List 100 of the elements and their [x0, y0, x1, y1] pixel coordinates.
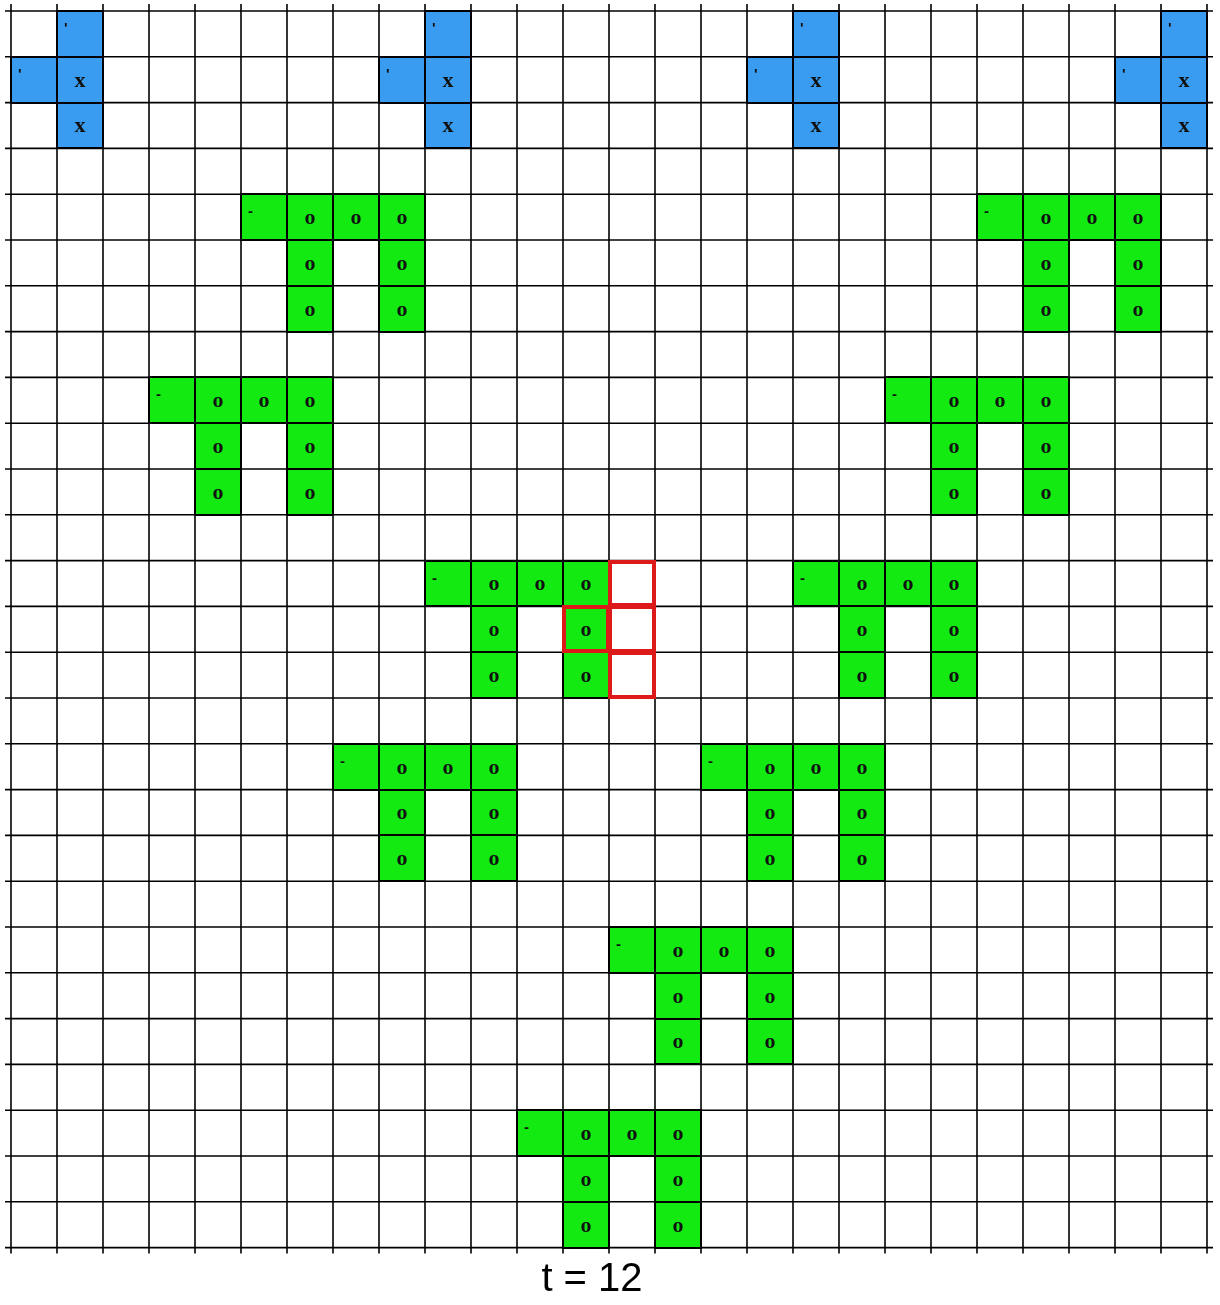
cell-symbol: o	[1131, 205, 1145, 228]
filled-cell	[424, 559, 472, 608]
cell-symbol: '	[432, 20, 436, 35]
cell-symbol: o	[855, 801, 869, 824]
filled-cell	[378, 193, 426, 241]
filled-cell	[654, 1155, 702, 1203]
cell-symbol: x	[809, 114, 823, 137]
cell-symbol: x	[1177, 68, 1191, 91]
cell-symbol: -	[616, 936, 621, 951]
filled-cell	[470, 742, 518, 791]
cell-symbol: o	[1131, 297, 1145, 320]
cell-symbol: x	[73, 114, 87, 137]
filled-cell	[56, 55, 104, 104]
cell-symbol: o	[947, 388, 961, 411]
filled-cell	[56, 10, 104, 58]
filled-cell	[286, 284, 334, 333]
filled-cell	[884, 376, 932, 425]
filled-cell	[1022, 193, 1070, 241]
filled-cell	[378, 834, 426, 883]
filled-cell	[378, 55, 426, 104]
filled-cell	[470, 788, 518, 837]
cell-symbol: x	[1177, 114, 1191, 137]
cell-symbol: -	[340, 752, 345, 768]
cell-symbol: '	[800, 20, 804, 35]
filled-cell	[240, 376, 288, 425]
filled-cell	[654, 1109, 702, 1157]
cell-symbol: '	[18, 65, 22, 81]
cell-symbol: o	[763, 801, 777, 824]
cell-symbol: o	[763, 846, 777, 869]
filled-cell	[1022, 468, 1070, 516]
filled-cell	[424, 101, 472, 150]
cell-symbol: o	[671, 938, 685, 961]
filled-cell	[1114, 55, 1162, 104]
filled-cell	[792, 55, 840, 104]
cell-symbol: o	[579, 572, 593, 595]
filled-cell	[378, 284, 426, 333]
filled-cell	[378, 788, 426, 837]
cell-symbol: o	[303, 297, 317, 320]
cell-symbol: o	[1039, 434, 1053, 457]
cell-symbol: o	[671, 1030, 685, 1053]
filled-cell	[930, 376, 978, 425]
cell-symbol: o	[1039, 388, 1053, 411]
cell-symbol: o	[487, 617, 501, 640]
cell-symbol: x	[73, 68, 87, 91]
filled-cell	[424, 742, 472, 791]
cell-symbol: o	[855, 846, 869, 869]
filled-cell	[1022, 239, 1070, 287]
filled-cell	[746, 788, 794, 837]
cell-symbol: o	[579, 617, 593, 640]
filled-cell	[470, 651, 518, 699]
cell-symbol: o	[855, 572, 869, 595]
cell-symbol: o	[671, 1167, 685, 1190]
cell-symbol: o	[947, 572, 961, 595]
cell-symbol: o	[901, 572, 915, 595]
filled-cell	[286, 376, 334, 425]
cell-symbol: o	[947, 480, 961, 503]
filled-cell	[792, 10, 840, 58]
cell-symbol: '	[386, 65, 390, 81]
filled-cell	[930, 422, 978, 470]
highlighted-cell	[608, 605, 656, 654]
cell-symbol: o	[487, 755, 501, 778]
filled-cell	[838, 559, 886, 608]
filled-cell	[746, 834, 794, 883]
cell-symbol: o	[763, 755, 777, 778]
filled-cell	[562, 651, 610, 699]
filled-cell	[1022, 422, 1070, 470]
filled-cell	[930, 559, 978, 608]
filled-cell	[332, 742, 380, 791]
filled-cell	[838, 834, 886, 883]
filled-cell	[240, 193, 288, 241]
filled-cell	[608, 926, 656, 974]
filled-cell	[562, 1109, 610, 1157]
cell-symbol: o	[947, 663, 961, 686]
cell-symbol: x	[441, 114, 455, 137]
cell-symbol: o	[441, 755, 455, 778]
filled-cell	[608, 1109, 656, 1157]
filled-cell	[654, 971, 702, 1020]
cell-symbol: x	[809, 68, 823, 91]
cell-symbol: o	[303, 434, 317, 457]
filled-cell	[286, 422, 334, 470]
filled-cell	[1160, 10, 1208, 58]
cell-symbol: o	[1039, 205, 1053, 228]
filled-cell	[286, 239, 334, 287]
cell-symbol: -	[892, 386, 897, 402]
cell-symbol: o	[1085, 205, 1099, 228]
filled-cell	[792, 742, 840, 791]
filled-cell	[792, 101, 840, 150]
cell-symbol: '	[1122, 65, 1126, 81]
cell-symbol: -	[524, 1119, 529, 1135]
cell-symbol: o	[763, 984, 777, 1007]
filled-cell	[562, 1200, 610, 1249]
filled-cell	[838, 742, 886, 791]
filled-cell	[838, 651, 886, 699]
cell-symbol: x	[441, 68, 455, 91]
cell-symbol: o	[579, 1213, 593, 1236]
filled-cell	[56, 101, 104, 150]
cell-symbol: '	[754, 65, 758, 81]
cell-symbol: o	[855, 617, 869, 640]
cell-symbol: -	[984, 203, 989, 219]
filled-cell	[976, 193, 1024, 241]
